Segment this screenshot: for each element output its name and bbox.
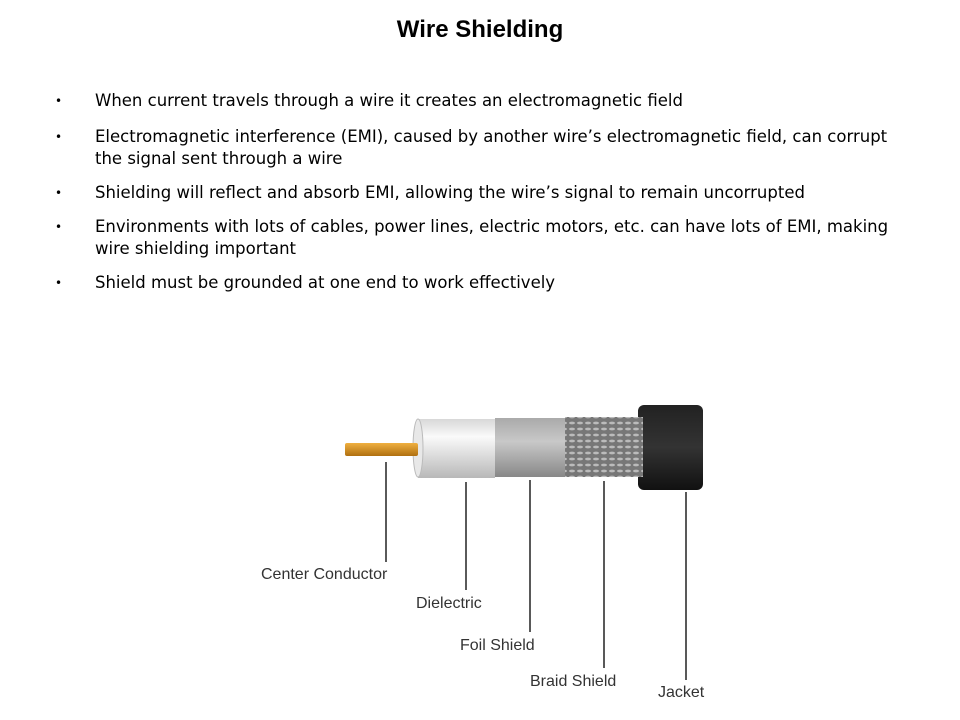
slide-title: Wire Shielding	[396, 16, 564, 43]
dielectric	[418, 419, 495, 478]
label-dielectric: Dielectric	[416, 595, 482, 612]
bullet-text: When current travels through a wire it c…	[95, 91, 683, 110]
jacket	[638, 405, 703, 490]
bullet-icon: •	[55, 94, 63, 108]
bullet-list: • When current travels through a wire it …	[55, 90, 915, 306]
bullet-item: • Environments with lots of cables, power…	[55, 216, 895, 260]
bullet-text: Shield must be grounded at one end to wo…	[95, 273, 556, 292]
bullet-text: Electromagnetic interference (EMI), caus…	[95, 127, 888, 168]
bullet-item: • When current travels through a wire it …	[55, 90, 915, 112]
center-conductor	[345, 443, 418, 456]
bullet-item: • Shield must be grounded at one end to w…	[55, 272, 915, 294]
bullet-icon: •	[55, 186, 63, 200]
leader-lines	[385, 462, 687, 680]
label-foil-shield: Foil Shield	[460, 637, 535, 654]
bullet-icon: •	[55, 220, 63, 234]
bullet-icon: •	[55, 276, 63, 290]
bullet-text: Environments with lots of cables, power …	[95, 217, 889, 258]
label-braid-shield: Braid Shield	[530, 673, 617, 690]
foil-shield	[495, 418, 565, 477]
braid-shield	[565, 417, 643, 477]
bullet-item: • Electromagnetic interference (EMI), cau…	[55, 126, 895, 170]
bullet-item: • Shielding will reflect and absorb EMI, …	[55, 182, 815, 204]
label-center-conductor: Center Conductor	[261, 566, 388, 583]
label-jacket: Jacket	[658, 684, 705, 701]
bullet-text: Shielding will reflect and absorb EMI, a…	[95, 183, 805, 202]
bullet-icon: •	[55, 130, 63, 144]
